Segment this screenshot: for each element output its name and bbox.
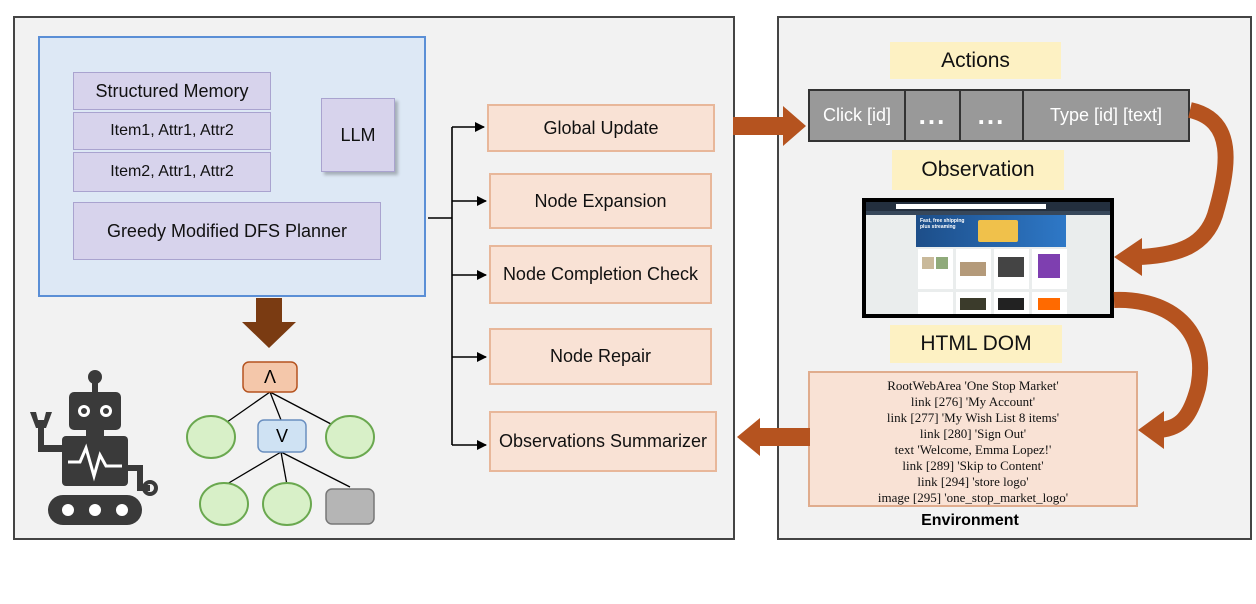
memory-item-1: Item1, Attr1, Attr2 — [73, 112, 271, 150]
action-click: Click [id] — [808, 89, 906, 142]
feedback-curves — [1113, 102, 1234, 438]
dom-line: link [277] 'My Wish List 8 items' — [886, 410, 1060, 425]
html-dom-label: HTML DOM — [890, 325, 1062, 363]
or-node-label: V — [275, 425, 288, 446]
node-repair-box: Node Repair — [489, 328, 712, 385]
and-node — [242, 361, 298, 393]
robot-icon — [30, 370, 158, 525]
node-completion-check-box: Node Completion Check — [489, 245, 712, 304]
webpage-screenshot: Fast, free shipping plus streaming — [862, 198, 1114, 318]
structured-memory-title: Structured Memory — [73, 72, 271, 110]
node-expansion-box: Node Expansion — [489, 173, 712, 229]
environment-label: Environment — [921, 512, 1019, 529]
task-tree — [209, 391, 351, 488]
action-ellipsis-1: ... — [904, 89, 961, 142]
observations-summarizer-box: Observations Summarizer — [489, 411, 717, 472]
tree-leaf-node — [186, 415, 236, 459]
dom-line: link [280] 'Sign Out' — [919, 426, 1027, 441]
planner-box: Greedy Modified DFS Planner — [73, 202, 381, 260]
observation-arrow-head — [1114, 238, 1142, 276]
tree-leaf-node — [325, 415, 375, 459]
planner-to-modules-connector — [428, 122, 487, 450]
dom-line: RootWebArea 'One Stop Market' — [887, 378, 1059, 393]
global-update-box: Global Update — [487, 104, 715, 152]
or-node — [257, 419, 307, 453]
dom-line: link [294] 'store logo' — [917, 474, 1029, 489]
actions-label: Actions — [890, 42, 1061, 79]
webpage-banner-text: Fast, free shipping plus streaming — [920, 218, 965, 230]
dom-line: image [295] 'one_stop_market_logo' — [877, 490, 1069, 505]
dom-line: text 'Welcome, Emma Lopez!' — [894, 442, 1052, 457]
memory-item-2: Item2, Attr1, Attr2 — [73, 152, 271, 192]
dom-arrow-head — [1138, 411, 1164, 449]
llm-box: LLM — [321, 98, 395, 172]
dom-line: link [276] 'My Account' — [910, 394, 1036, 409]
html-dom-box: RootWebArea 'One Stop Market' link [276]… — [808, 371, 1138, 507]
dom-line: link [289] 'Skip to Content' — [902, 458, 1044, 473]
tree-leaf-node — [262, 482, 312, 526]
down-arrow-icon — [242, 298, 296, 348]
and-node-label: Λ — [263, 366, 277, 387]
global-update-to-actions-arrow — [733, 106, 806, 146]
tree-pending-node — [325, 488, 375, 525]
environment-flow-arrows — [733, 106, 810, 456]
action-ellipsis-2: ... — [959, 89, 1024, 142]
tree-leaf-node — [199, 482, 249, 526]
action-type: Type [id] [text] — [1022, 89, 1190, 142]
observation-label: Observation — [892, 150, 1064, 190]
dom-to-summarizer-arrow — [737, 418, 810, 456]
